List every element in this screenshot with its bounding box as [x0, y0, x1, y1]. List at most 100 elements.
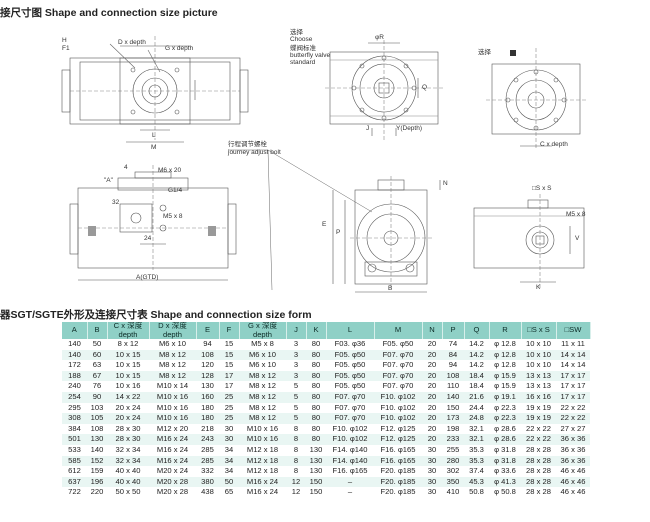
table-cell: 198 — [446, 423, 460, 433]
table-cell: φ 50.8 — [494, 487, 516, 497]
table-cell: 10 x 16 — [115, 381, 141, 391]
table-cell: F16. φ165 — [374, 455, 422, 467]
label-d-depth: D x depth — [118, 39, 146, 46]
table-cell: φ 19.1 — [489, 391, 521, 403]
label-b: B — [388, 285, 393, 292]
column-header: □S x S — [521, 322, 557, 339]
table-cell: 438 — [201, 487, 214, 497]
table-cell: 60 — [87, 349, 107, 361]
table-cell: 173 — [442, 413, 464, 424]
label-choose-en: Choose — [290, 36, 313, 43]
table-cell: – — [347, 487, 353, 497]
label-q: Q — [422, 84, 428, 91]
table-cell: 20 — [422, 413, 442, 424]
column-header: R — [489, 322, 522, 339]
table-cell: M20 x 24 — [156, 466, 189, 476]
table-cell: 34 — [224, 444, 234, 454]
table-cell: 12 — [291, 487, 301, 497]
table-cell: 16 x 16 — [521, 391, 556, 403]
column-header: N — [422, 322, 443, 339]
drawing-title: 接尺寸图 Shape and connection size picture — [0, 7, 218, 19]
table-cell: 3 — [293, 360, 299, 370]
table-cell: 180 — [201, 402, 214, 412]
table-cell: 410 — [446, 487, 460, 497]
label-g-depth: G x depth — [165, 45, 194, 52]
table-cell: 76 — [92, 381, 102, 391]
table-cell: 585 — [62, 455, 87, 467]
table-cell: 108 — [196, 349, 219, 361]
table-cell: 20 — [427, 423, 437, 433]
table-cell: 332 — [201, 466, 214, 476]
technical-drawing — [61, 36, 586, 293]
table-cell: 380 — [196, 476, 219, 488]
table-cell: F07. φ70 — [382, 381, 414, 391]
table-cell: 295 — [68, 402, 81, 412]
table-cell: 140 — [90, 444, 104, 454]
table-cell: 32 x 34 — [107, 455, 149, 467]
table-cell: 8 — [286, 455, 306, 467]
table-cell: 108 — [442, 370, 464, 382]
table-cell: 14.2 — [469, 360, 484, 370]
table-cell: 19 x 19 — [521, 413, 556, 424]
table-cell: M8 x 12 — [248, 381, 276, 391]
table-cell: 20 x 24 — [107, 413, 149, 424]
table-cell: 50 — [92, 339, 102, 348]
flange-right-view — [486, 48, 586, 150]
table-cell: 19 x 19 — [526, 402, 551, 412]
label-32: 32 — [112, 199, 120, 206]
table-cell: 80 — [311, 381, 321, 391]
column-header: K — [306, 322, 327, 339]
table-cell: 196 — [87, 476, 107, 488]
table-cell: 3 — [286, 370, 306, 382]
column-header: L — [326, 322, 375, 339]
table-cell: 233 — [442, 434, 464, 445]
table-cell: 65 — [224, 487, 234, 497]
table-cell: F12. φ125 — [380, 423, 416, 433]
actuator-end-view — [473, 194, 585, 290]
table-cell: M6 x 10 — [239, 349, 286, 361]
column-header: Q — [464, 322, 490, 339]
label-j: J — [366, 125, 370, 132]
table-cell: M16 x 24 — [149, 434, 196, 445]
table-cell: 120 — [201, 360, 214, 370]
table-cell: 80 — [306, 391, 326, 403]
table-cell: 308 — [62, 413, 87, 424]
table-cell: 159 — [90, 466, 104, 476]
label-f1: F1 — [62, 45, 70, 52]
table-cell: 10 x 15 — [115, 360, 141, 370]
table-cell: 14.2 — [469, 339, 484, 348]
table-cell: 32 x 34 — [115, 444, 141, 454]
table-cell: F20. φ185 — [380, 466, 416, 476]
table-cell: 17 — [219, 370, 239, 382]
table-cell: M20 x 28 — [156, 487, 189, 497]
table-cell: 24.8 — [464, 413, 489, 424]
table-cell: 20 — [422, 349, 442, 361]
table-cell: 130 — [87, 434, 107, 445]
table-cell: F07. φ70 — [334, 402, 366, 412]
table-cell: 12 — [286, 476, 306, 488]
label-v: V — [575, 235, 580, 242]
table-cell: 3 — [286, 349, 306, 361]
table-cell: 94 — [448, 360, 458, 370]
table-cell: M5 x 8 — [251, 339, 274, 348]
table-cell: φ 22.3 — [489, 413, 521, 424]
column-header: □SW — [556, 322, 591, 339]
table-cell: 105 — [87, 413, 107, 424]
table-cell: F07. φ70 — [374, 370, 422, 382]
table-cell: 15 — [219, 349, 239, 361]
table-cell: 612 — [68, 466, 81, 476]
table-cell: 8 — [293, 423, 299, 433]
table-cell: 20 — [422, 370, 442, 382]
label-a: "A" — [104, 177, 113, 184]
table-cell: 80 — [311, 402, 321, 412]
table-cell: M12 x 20 — [156, 423, 189, 433]
label-m: M — [151, 144, 157, 151]
table-cell: 280 — [442, 455, 464, 467]
table-cell: 67 — [87, 370, 107, 382]
table-cell: 130 — [309, 444, 323, 454]
table-cell: F05. φ50 — [382, 339, 414, 348]
